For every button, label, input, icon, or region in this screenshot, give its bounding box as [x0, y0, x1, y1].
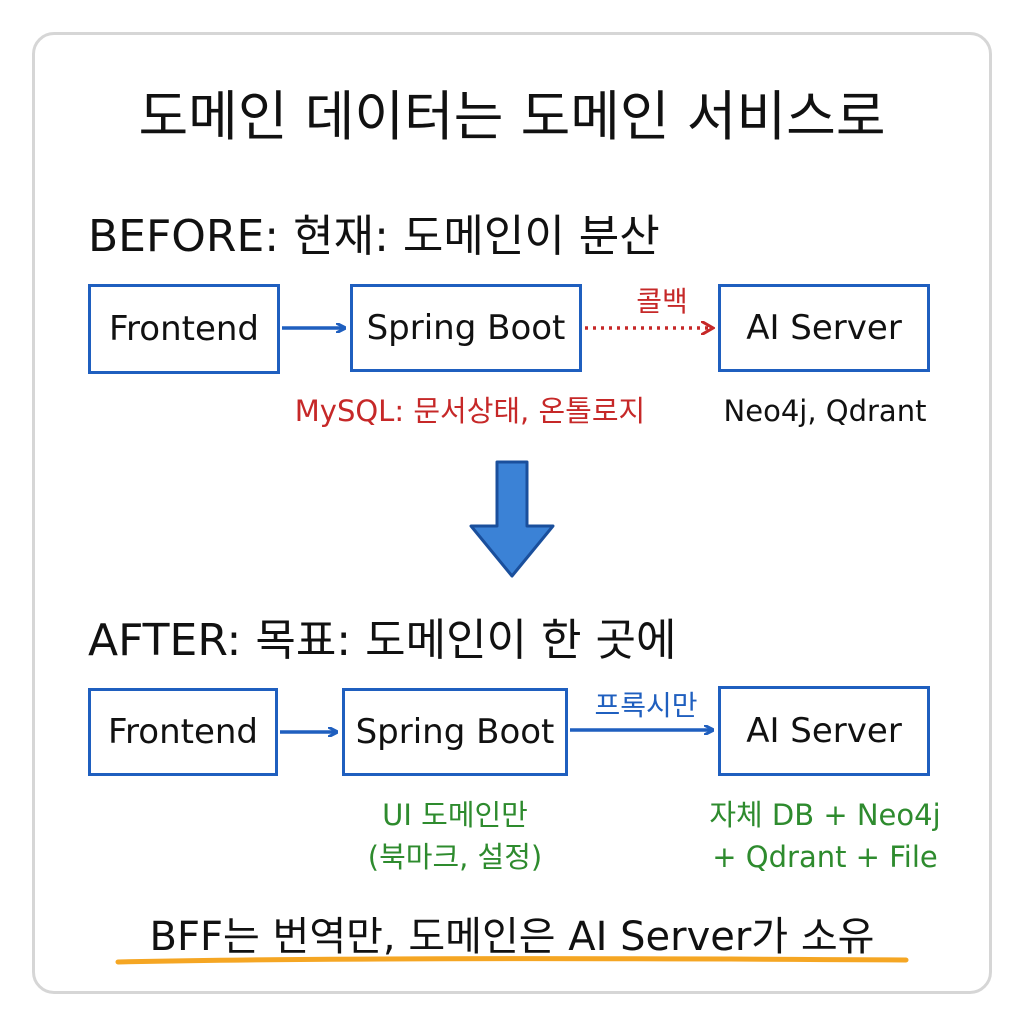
- after-ai-note-line2: + Qdrant + File: [712, 840, 938, 874]
- after-ai-box: AI Server: [718, 686, 930, 776]
- before-ai-label: AI Server: [746, 308, 902, 348]
- callback-label: 콜백: [636, 285, 688, 318]
- before-spring-box: Spring Boot: [350, 284, 582, 372]
- before-ai-box: AI Server: [718, 284, 930, 372]
- before-frontend-box: Frontend: [88, 284, 280, 374]
- footer-summary: BFF는 번역만, 도메인은 AI Server가 소유: [149, 914, 875, 960]
- after-ai-note-line1: 자체 DB + Neo4j: [709, 798, 941, 832]
- after-frontend-label: Frontend: [107, 712, 259, 752]
- down-arrow-icon: [469, 460, 555, 578]
- before-heading: BEFORE: 현재: 도메인이 분산: [88, 211, 660, 262]
- after-spring-note-line1: UI 도메인만: [382, 798, 528, 832]
- before-frontend-label: Frontend: [108, 309, 260, 349]
- footer-underline: [115, 956, 909, 965]
- before-spring-label: Spring Boot: [366, 308, 566, 348]
- before-spring-note: MySQL: 문서상태, 온톨로지: [294, 394, 646, 428]
- before-ai-note: Neo4j, Qdrant: [723, 394, 927, 428]
- proxy-label: 프록시만: [594, 689, 698, 722]
- after-frontend-box: Frontend: [88, 688, 278, 776]
- after-spring-note-line2: (북마크, 설정): [367, 840, 543, 874]
- after-ai-label: AI Server: [746, 711, 902, 751]
- after-heading: AFTER: 목표: 도메인이 한 곳에: [88, 615, 677, 666]
- after-spring-box: Spring Boot: [342, 688, 568, 776]
- diagram-title: 도메인 데이터는 도메인 서비스로: [138, 85, 886, 148]
- after-spring-label: Spring Boot: [355, 712, 555, 752]
